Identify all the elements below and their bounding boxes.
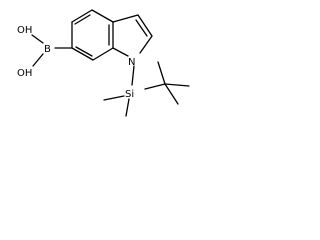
bond-c2-n1 [139, 35, 153, 54]
bond-cq-me-down [164, 83, 179, 105]
bond-c3a-c4 [91, 9, 114, 23]
bond-lines [31, 9, 190, 117]
bond-b-oh-bottom [32, 53, 44, 67]
bond-si-cq [144, 83, 166, 90]
bond-c3-c2 [137, 14, 153, 37]
bond-n1-c7a [112, 47, 129, 57]
bond-c6-c7-inner [75, 46, 93, 57]
atom-hydroxyl-bottom: OH [17, 68, 32, 79]
atom-labels: B OH OH N Si [17, 25, 135, 100]
bond-b-oh-top [31, 34, 44, 44]
bond-c6-c7 [71, 47, 94, 61]
bond-n1-si [131, 65, 135, 86]
atom-nitrogen: N [128, 57, 135, 68]
bond-c3a-c3 [112, 14, 139, 23]
bond-cq-me-right [164, 83, 190, 87]
bond-c3-c2-inner [135, 19, 148, 37]
chemical-structure: B OH OH N Si [17, 9, 190, 117]
bond-si-me-down [125, 98, 130, 117]
bond-c4-c5-inner [74, 14, 91, 25]
atom-hydroxyl-top: OH [17, 25, 32, 36]
atom-silicon: Si [125, 89, 134, 100]
atom-boron: B [44, 44, 51, 55]
bond-c4-c5 [71, 9, 93, 23]
bond-si-me-left [103, 95, 125, 101]
bond-c7-c7a [92, 47, 114, 61]
bond-cq-me-up [157, 61, 166, 85]
